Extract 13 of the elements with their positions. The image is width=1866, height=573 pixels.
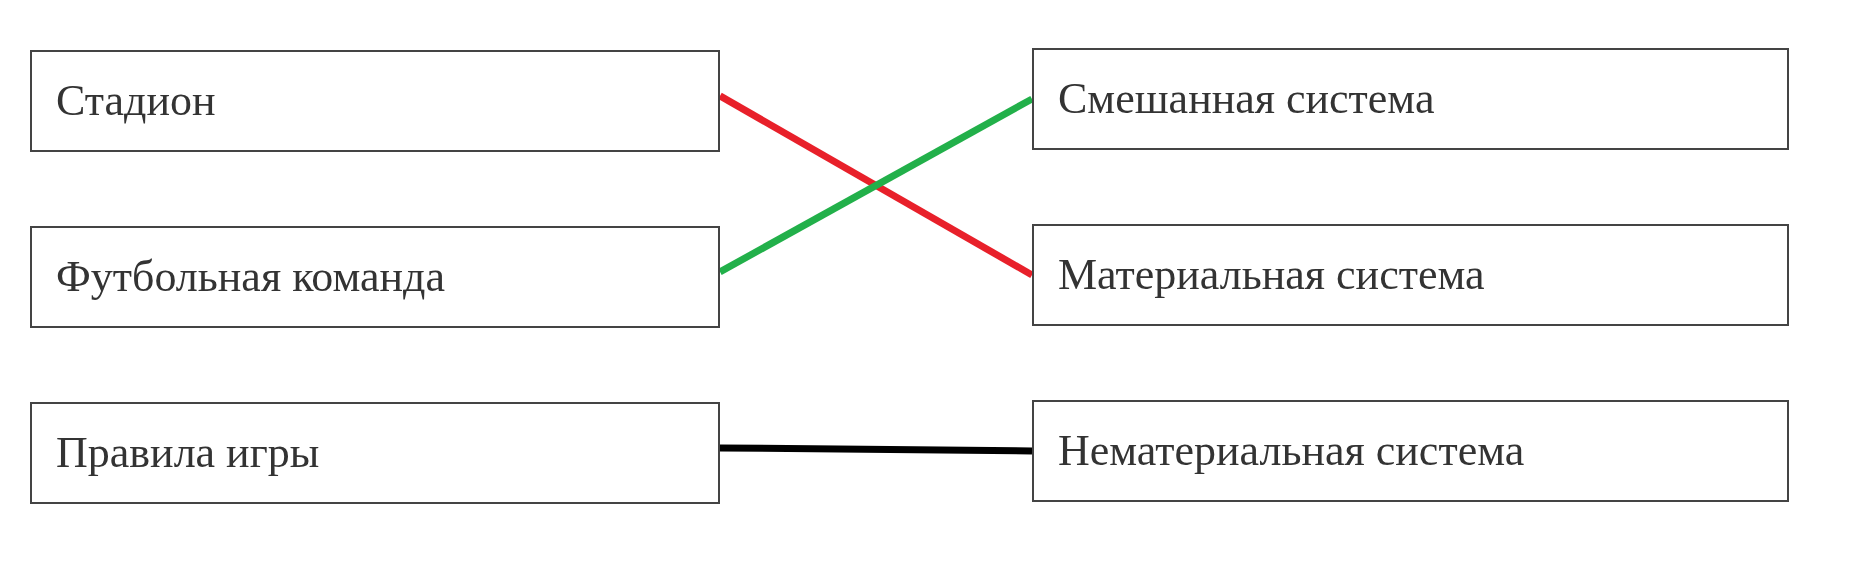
text-box [30, 226, 720, 328]
box-label: Материальная система [1058, 253, 1485, 297]
box-label: Стадион [56, 79, 216, 123]
text-box [30, 50, 720, 152]
box-label: Правила игры [56, 431, 320, 475]
box-label: Футбольная команда [56, 255, 445, 299]
text-box [30, 402, 720, 504]
text-box [1032, 400, 1789, 502]
text-box [1032, 224, 1789, 326]
box-label: Смешанная система [1058, 77, 1435, 121]
box-label: Нематериальная система [1058, 429, 1525, 473]
connector-line [719, 444, 1033, 455]
text-box [1032, 48, 1789, 150]
